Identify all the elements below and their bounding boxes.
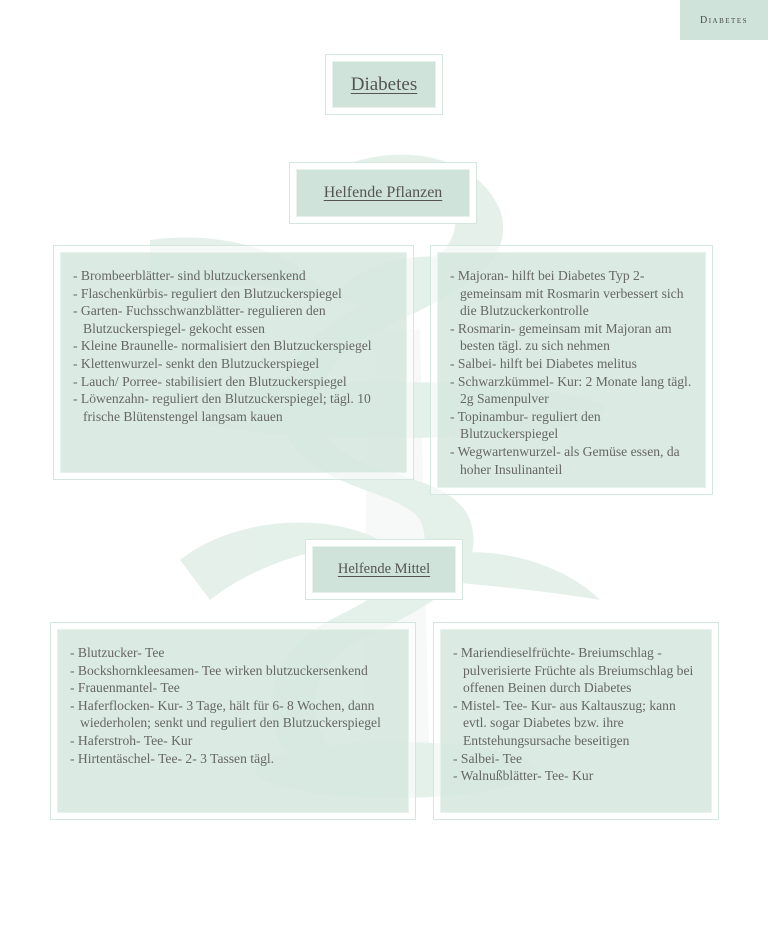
list-item: - Blutzucker- Tee <box>70 645 165 660</box>
list-item: - Frauenmantel- Tee <box>70 680 180 696</box>
plants-right-list: - Majoran- hilft bei Diabetes Typ 2- gem… <box>450 267 695 478</box>
remedies-right-panel: - Mariendieselfrüchte- Breiumschlag - pu… <box>433 622 719 820</box>
list-item: - Bockshornkleesamen- Tee wirken blutzuc… <box>70 662 368 678</box>
list-item: - Löwenzahn- reguliert den Blutzuckerspi… <box>73 391 371 424</box>
plants-heading-box: Helfende Pflanzen <box>289 162 477 224</box>
list-item: - Salbei- Tee <box>453 750 523 766</box>
remedies-left-list: - Blutzucker- Tee - Bockshornkleesamen- … <box>70 644 398 767</box>
section-tab: Diabetes <box>680 0 768 40</box>
plants-heading: Helfende Pflanzen <box>323 184 443 201</box>
remedies-left-panel: - Blutzucker- Tee - Bockshornkleesamen- … <box>50 622 416 820</box>
list-item: - Salbei- hilft bei Diabetes melitus <box>450 355 637 371</box>
list-item: - Klettenwurzel- senkt den Blutzuckerspi… <box>73 355 320 371</box>
list-item: - Lauch/ Porree- stabilisiert den Blutzu… <box>73 373 347 389</box>
plants-right-panel: - Majoran- hilft bei Diabetes Typ 2- gem… <box>430 245 713 495</box>
remedies-right-list: - Mariendieselfrüchte- Breiumschlag - pu… <box>453 644 701 785</box>
section-label: Diabetes <box>700 14 748 26</box>
page-title: Diabetes <box>350 73 418 95</box>
list-item: - Wegwartenwurzel- als Gemüse essen, da … <box>450 443 680 477</box>
list-item: - Majoran- hilft bei Diabetes Typ 2- gem… <box>450 268 684 319</box>
list-item: - Hirtentäschel- Tee- 2- 3 Tassen tägl. <box>70 750 275 766</box>
remedies-heading-box: Helfende Mittel <box>305 539 463 600</box>
list-item: - Mariendieselfrüchte- Breiumschlag - pu… <box>453 645 694 696</box>
plants-left-list: - Brombeerblätter- sind blutzuckersenken… <box>73 267 396 425</box>
list-item: - Haferstroh- Tee- Kur <box>70 732 193 748</box>
list-item: - Topinambur- reguliert den Blutzuckersp… <box>450 408 601 442</box>
list-item: - Brombeerblätter- sind blutzuckersenken… <box>73 268 306 283</box>
list-item: - Flaschenkürbis- reguliert den Blutzuck… <box>73 285 342 301</box>
list-item: - Rosmarin- gemeinsam mit Majoran am bes… <box>450 320 672 354</box>
list-item: - Kleine Braunelle- normalisiert den Blu… <box>73 338 372 354</box>
list-item: - Garten- Fuchsschwanzblätter- reguliere… <box>73 303 326 336</box>
list-item: - Haferflocken- Kur- 3 Tage, hält für 6-… <box>70 697 381 731</box>
plants-left-panel: - Brombeerblätter- sind blutzuckersenken… <box>53 245 414 480</box>
page-title-box: Diabetes <box>325 54 443 115</box>
list-item: - Mistel- Tee- Kur- aus Kaltauszug; kann… <box>453 697 676 748</box>
list-item: - Schwarzkümmel- Kur: 2 Monate lang tägl… <box>450 373 692 407</box>
list-item: - Walnußblätter- Tee- Kur <box>453 768 594 784</box>
remedies-heading: Helfende Mittel <box>337 561 431 577</box>
